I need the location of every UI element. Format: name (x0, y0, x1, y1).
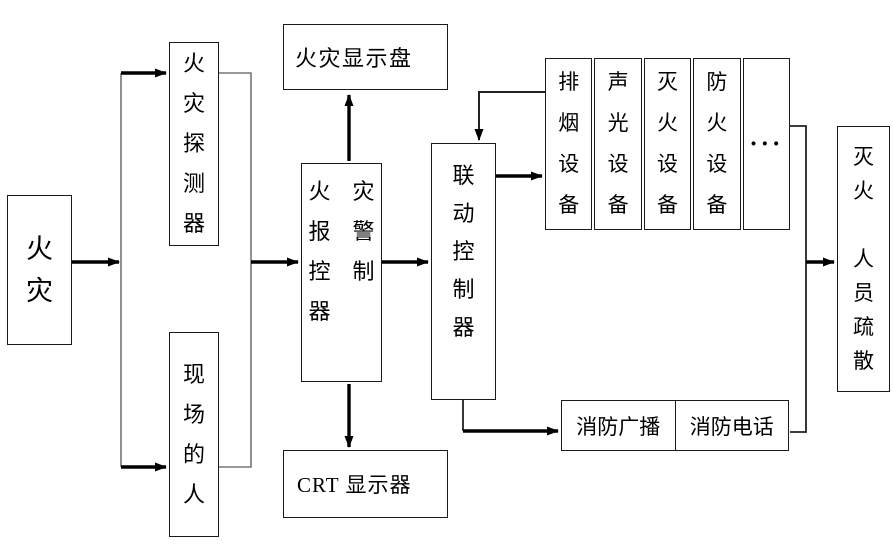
fire-phone-label: 消防电话 (689, 414, 774, 439)
fire-broadcast-cell: 消防广播 (562, 401, 675, 450)
fire-broadcast-label: 消防广播 (576, 414, 661, 439)
fire-phone-cell: 消防电话 (674, 401, 789, 450)
crt-display-node: CRT 显示器 (283, 450, 448, 518)
fire-prevention-label: 防 火 设 备 (706, 70, 728, 217)
broadcast-phone-group: 消防广播 消防电话 (561, 400, 789, 451)
sound-light-label: 声 光 设 备 (607, 70, 629, 217)
equipment-cell-extinguishing: 灭 火 设 备 (643, 58, 692, 230)
extinguishing-label: 灭 火 设 备 (657, 70, 679, 217)
outcome-node: 灭 火 人 员 疏 散 (837, 126, 890, 392)
outcome-label: 灭 火 人 员 疏 散 (853, 145, 874, 373)
smoke-exhaust-label: 排 烟 设 备 (558, 70, 580, 217)
merge-line (219, 72, 252, 468)
arrow-equipment-to-linkage-top (474, 91, 545, 141)
fire-detector-label: 火 灾 探 测 器 (182, 51, 205, 236)
fire-node: 火 灾 (7, 195, 72, 345)
onsite-person-label: 现 场 的 人 (182, 361, 205, 507)
fire-alarm-controller-node: 火 灾 报 警 控 制 器 (301, 163, 382, 382)
linkage-controller-label: 联 动 控 制 器 (452, 163, 475, 340)
crt-display-label: CRT 显示器 (297, 473, 412, 497)
fire-display-panel-label: 火灾显示盘 (295, 46, 413, 71)
onsite-person-node: 现 场 的 人 (169, 332, 219, 537)
equipment-cell-fire-prevention: 防 火 设 备 (693, 58, 741, 230)
equipment-group: 排 烟 设 备 声 光 设 备 灭 火 设 备 防 火 设 备 ··· (545, 58, 791, 230)
equipment-cell-sound-light: 声 光 设 备 (594, 58, 642, 230)
linkage-controller-node: 联 动 控 制 器 (431, 143, 496, 400)
right-collector-line (789, 125, 807, 433)
fire-detector-node: 火 灾 探 测 器 (169, 42, 219, 246)
equipment-cell-ellipsis: ··· (742, 58, 791, 230)
fire-display-panel-node: 火灾显示盘 (283, 24, 448, 90)
fire-alarm-controller-label: 火 灾 报 警 控 制 器 (308, 179, 375, 324)
ellipsis-label: ··· (749, 130, 784, 158)
fire-label: 火 灾 (26, 234, 53, 306)
equipment-cell-smoke-exhaust: 排 烟 设 备 (545, 58, 593, 230)
